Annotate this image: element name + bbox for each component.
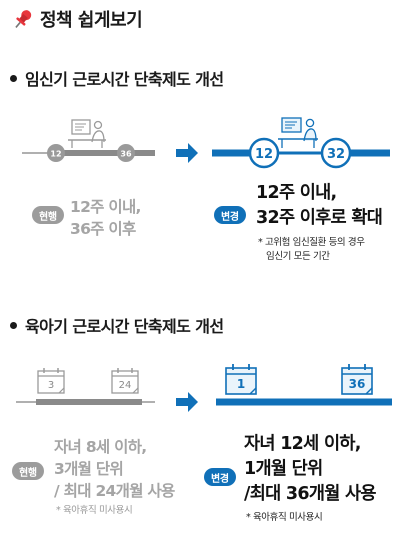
current-end-label: 36 bbox=[120, 150, 132, 159]
section1-changed-text: 12주 이내, 32주 이후로 확대 bbox=[256, 183, 383, 228]
section1-current-text: 12주 이내, 36주 이후 bbox=[70, 198, 141, 238]
current-start-label: 12 bbox=[50, 150, 61, 159]
changed-timeline: 12 32 bbox=[212, 117, 390, 169]
bullet-icon bbox=[10, 321, 17, 329]
calendar-icon bbox=[225, 364, 257, 395]
changed-start-label: 12 bbox=[255, 147, 273, 162]
section2-current-note: * 육아휴직 미사용시 bbox=[56, 505, 133, 516]
current-start-label: 3 bbox=[48, 380, 54, 391]
section1-changed-note: * 고위험 임신질환 등의 경우 임신기 모든 기간 bbox=[258, 237, 365, 262]
changed-end-label: 36 bbox=[349, 377, 366, 391]
current-badge: 현행 bbox=[12, 462, 44, 480]
desk-worker-icon bbox=[278, 117, 318, 148]
section1-heading: 임신기 근로시간 단축제도 개선 bbox=[10, 66, 224, 90]
bullet-icon bbox=[10, 74, 17, 82]
changed-timeline: 1 36 bbox=[216, 364, 392, 406]
current-badge: 현행 bbox=[32, 206, 64, 224]
arrow-right-icon bbox=[176, 392, 198, 412]
section2-changed-text: 자녀 12세 이하, 1개월 단위 /최대 36개월 사용 bbox=[244, 434, 377, 504]
desk-worker-icon bbox=[68, 119, 106, 148]
current-end-label: 24 bbox=[119, 380, 132, 391]
current-timeline: 12 36 bbox=[22, 119, 155, 162]
section1-heading-text: 임신기 근로시간 단축제도 개선 bbox=[25, 70, 224, 89]
changed-badge: 변경 bbox=[204, 468, 236, 486]
pushpin-icon bbox=[15, 10, 32, 28]
calendar-icon bbox=[37, 368, 65, 394]
calendar-icon bbox=[341, 364, 373, 395]
calendar-icon bbox=[111, 368, 139, 394]
section2-changed-note: * 육아휴직 미사용시 bbox=[246, 512, 323, 523]
page-title: 정책 쉽게보기 bbox=[12, 6, 143, 32]
section1-diagram: 12 36 12 32 bbox=[22, 117, 390, 169]
changed-start-label: 1 bbox=[237, 377, 245, 391]
section2-diagram: 3 24 1 36 bbox=[16, 364, 392, 412]
changed-badge: 변경 bbox=[214, 206, 246, 224]
section2-current-text: 자녀 8세 이하, 3개월 단위 / 최대 24개월 사용 bbox=[54, 438, 175, 500]
page-title-text: 정책 쉽게보기 bbox=[40, 10, 143, 31]
section2-heading-text: 육아기 근로시간 단축제도 개선 bbox=[25, 317, 224, 336]
changed-end-label: 32 bbox=[327, 147, 345, 162]
section2-heading: 육아기 근로시간 단축제도 개선 bbox=[10, 313, 224, 337]
current-timeline: 3 24 bbox=[16, 368, 155, 405]
arrow-right-icon bbox=[176, 143, 198, 163]
